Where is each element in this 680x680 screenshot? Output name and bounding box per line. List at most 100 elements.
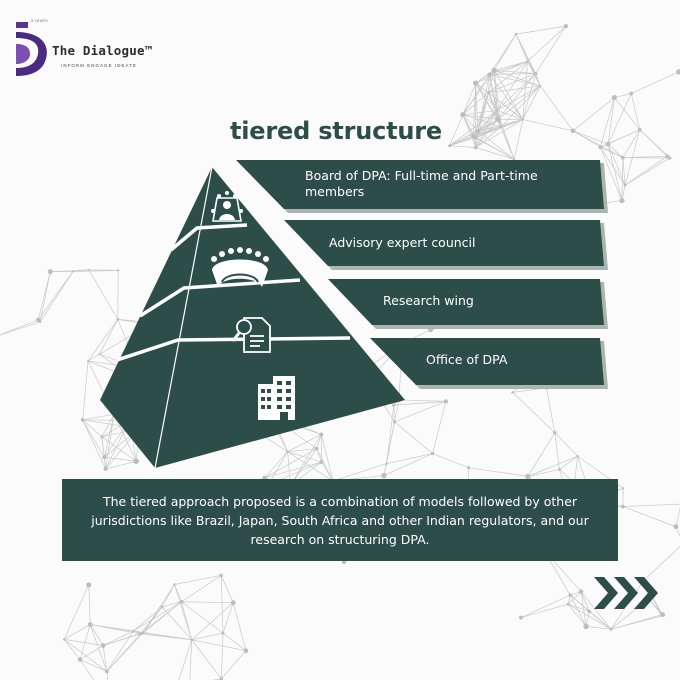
next-arrows-icon[interactable] [592,575,662,611]
network-node [230,600,236,606]
network-node [566,602,570,606]
network-link [475,130,479,148]
network-link [0,321,41,336]
network-link [621,157,624,201]
network-node [219,573,223,578]
network-link [87,353,100,362]
network-link [63,639,81,660]
network-node [514,32,518,36]
network-node [103,466,108,472]
network-link [161,584,175,608]
network-link [104,456,137,462]
network-node [430,451,435,456]
network-link [393,405,395,422]
brand-name: The Dialogue™ [52,43,153,58]
network-node [243,648,249,654]
pyramid-divider-3 [116,336,351,362]
network-link [449,114,464,146]
network-node [499,125,503,129]
network-node [495,116,501,123]
network-link [89,624,104,646]
network-link [580,591,612,630]
network-link [133,606,163,632]
network-link [622,129,641,158]
network-link [174,574,222,585]
network-link [88,269,119,320]
network-link [393,401,446,406]
network-link [572,97,615,132]
network-link [475,126,502,148]
network-link [554,432,560,470]
network-node [619,197,625,204]
network-link [181,575,222,603]
network-node [487,72,492,77]
network-node [621,155,625,160]
network-node [558,467,561,471]
years-badge: 5 YEARS [31,18,48,23]
network-node [570,128,576,134]
network-link [432,401,447,454]
tier-label-office: Office of DPA [426,352,508,367]
network-link [559,455,578,470]
network-node [583,623,589,630]
network-link [264,451,288,479]
network-node [62,638,66,641]
pyramid-left-face [100,167,212,468]
network-link [614,93,632,98]
network-link [191,602,234,641]
tier-bar-1 [236,160,608,213]
pyramid-divider-1 [169,223,248,252]
network-link [88,584,91,625]
network-link [220,575,234,603]
network-link [449,130,479,147]
network-link [220,575,224,634]
network-link [287,451,322,463]
network-link [520,594,571,619]
network-link [449,137,476,147]
network-link [554,432,578,457]
tier-label-advisory: Advisory expert council [329,235,476,250]
network-node [563,23,568,29]
network-node [179,599,184,604]
network-node [487,91,490,95]
network-link [264,448,317,479]
network-node [475,129,480,133]
network-link [572,130,601,148]
network-node [511,391,514,394]
page-title: tiered structure [229,117,442,145]
network-node [553,430,557,435]
network-link [287,451,334,482]
tier-label-board: Board of DPA: Full-time and Part-time me… [305,168,538,199]
network-link [535,25,567,74]
network-link [610,614,663,630]
network-node [495,109,499,112]
network-link [494,69,536,74]
network-node [77,657,83,662]
network-link [79,659,95,680]
network-link [191,639,247,652]
network-node [621,504,625,509]
network-link [607,97,615,145]
network-link [477,130,515,160]
network-link [222,602,234,634]
network-node [521,118,524,121]
network-link [624,155,668,186]
network-link [631,71,679,94]
network-node [473,136,477,140]
network-link [140,601,182,635]
network-link [624,129,641,186]
network-link [316,448,334,482]
network-link [189,639,193,680]
network-link [394,421,433,454]
network-link [527,432,556,477]
network-link [500,85,541,128]
network-link [570,594,590,612]
network-node [104,669,109,674]
network-link [586,626,612,630]
network-link [181,601,193,640]
network-node [36,317,41,323]
brand-tagline: INFORM ENGAGE IDEATE [61,63,138,68]
network-link [580,591,587,627]
network-node [576,455,579,458]
description-text: The tiered approach proposed is a combin… [91,493,589,547]
